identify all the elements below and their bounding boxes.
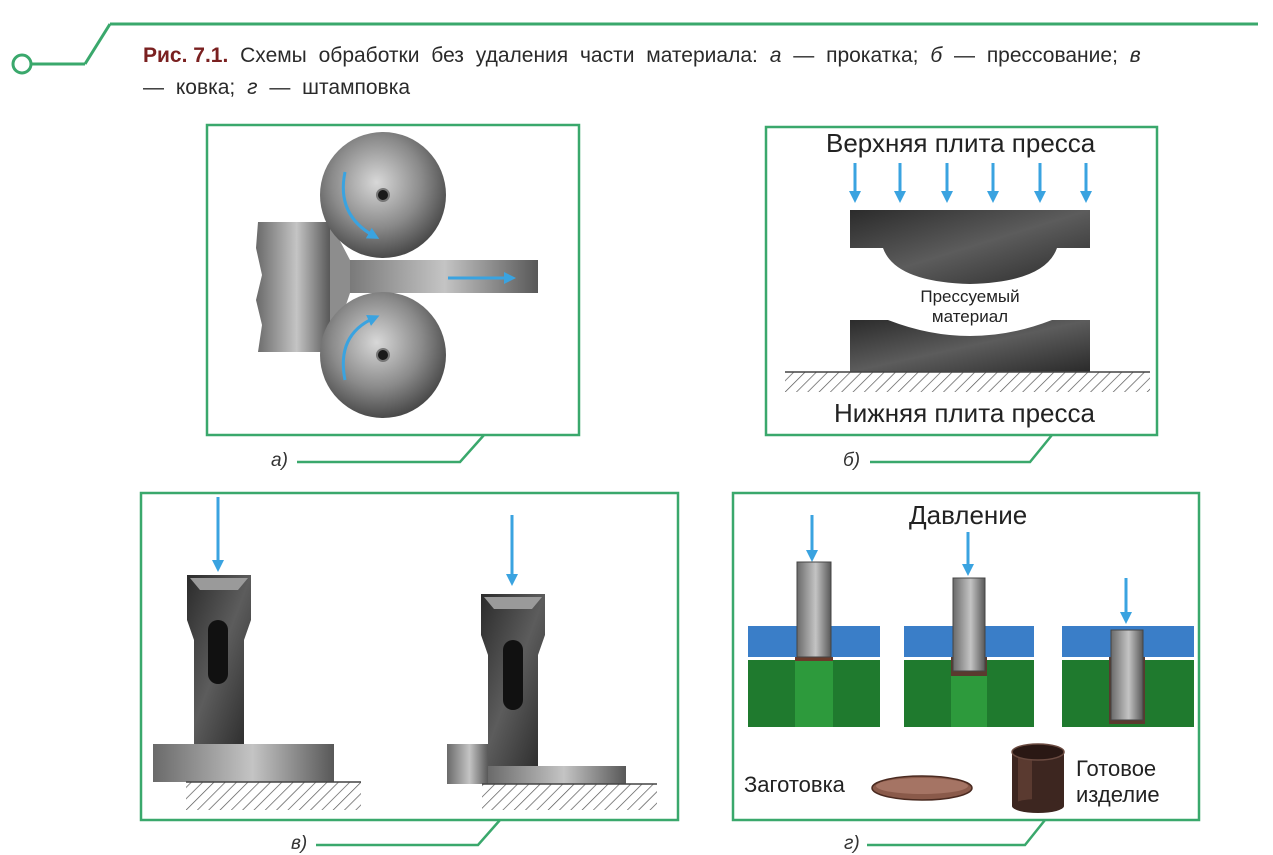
product-label: Готовое изделие <box>1076 756 1160 808</box>
caption-letter-v: в <box>1129 44 1141 67</box>
lower-press-plate <box>850 320 1090 372</box>
pressing-diagram <box>785 163 1150 392</box>
workpiece-1 <box>153 744 334 782</box>
panel-g-label: г) <box>844 833 860 854</box>
caption-letter-a: а <box>769 44 782 67</box>
punch-3 <box>1110 629 1144 721</box>
label-leaders <box>297 434 1053 847</box>
caption-letter-b: б <box>930 44 943 67</box>
panel-a-frame <box>205 123 581 437</box>
workpiece-2 <box>447 744 488 784</box>
top-plate-label: Верхняя плита пресса <box>826 128 1096 158</box>
caption-dash: — <box>793 44 815 67</box>
panel-b-label: б) <box>843 450 861 471</box>
caption-item-a: прокатка; <box>826 44 919 67</box>
product-label-line2: изделие <box>1076 782 1160 807</box>
caption-title: Схемы обработки без удаления части матер… <box>240 44 758 67</box>
punch-2 <box>952 577 986 672</box>
caption-letter-g: г <box>247 76 258 99</box>
rolling-diagram <box>256 132 538 418</box>
caption-dash: — <box>953 44 975 67</box>
finished-cup <box>1011 743 1065 813</box>
caption-item-g: штамповка <box>302 76 411 99</box>
caption-dash: — <box>269 76 291 99</box>
pressed-material-line1: Прессуемый <box>920 287 1020 306</box>
product-label-line1: Готовое <box>1076 756 1157 781</box>
bottom-plate-label: Нижняя плита пресса <box>834 398 1095 428</box>
header-line <box>11 22 1258 75</box>
figure-caption: Рис. 7.1. Схемы обработки без удаления ч… <box>143 40 1143 104</box>
pressure-label: Давление <box>909 500 1028 530</box>
pressed-material-label: Прессуемый материал <box>905 287 1035 327</box>
caption-item-b: прессование; <box>986 44 1118 67</box>
caption-item-v: ковка; <box>175 76 236 99</box>
panel-a-label: а) <box>271 450 288 471</box>
panel-v-label: в) <box>291 833 308 854</box>
forging-diagram <box>153 497 657 810</box>
upper-press-plate <box>850 210 1090 284</box>
punch-1 <box>796 561 832 658</box>
panel-b-frame <box>764 125 1159 437</box>
caption-dash: — <box>143 76 164 99</box>
figure-number: Рис. 7.1. <box>143 44 229 67</box>
stamping-diagram <box>748 515 1194 813</box>
panel-v-frame <box>139 491 680 822</box>
panel-g-frame <box>731 491 1201 822</box>
blank-label: Заготовка <box>744 772 845 797</box>
pressed-material-line2: материал <box>931 307 1009 326</box>
